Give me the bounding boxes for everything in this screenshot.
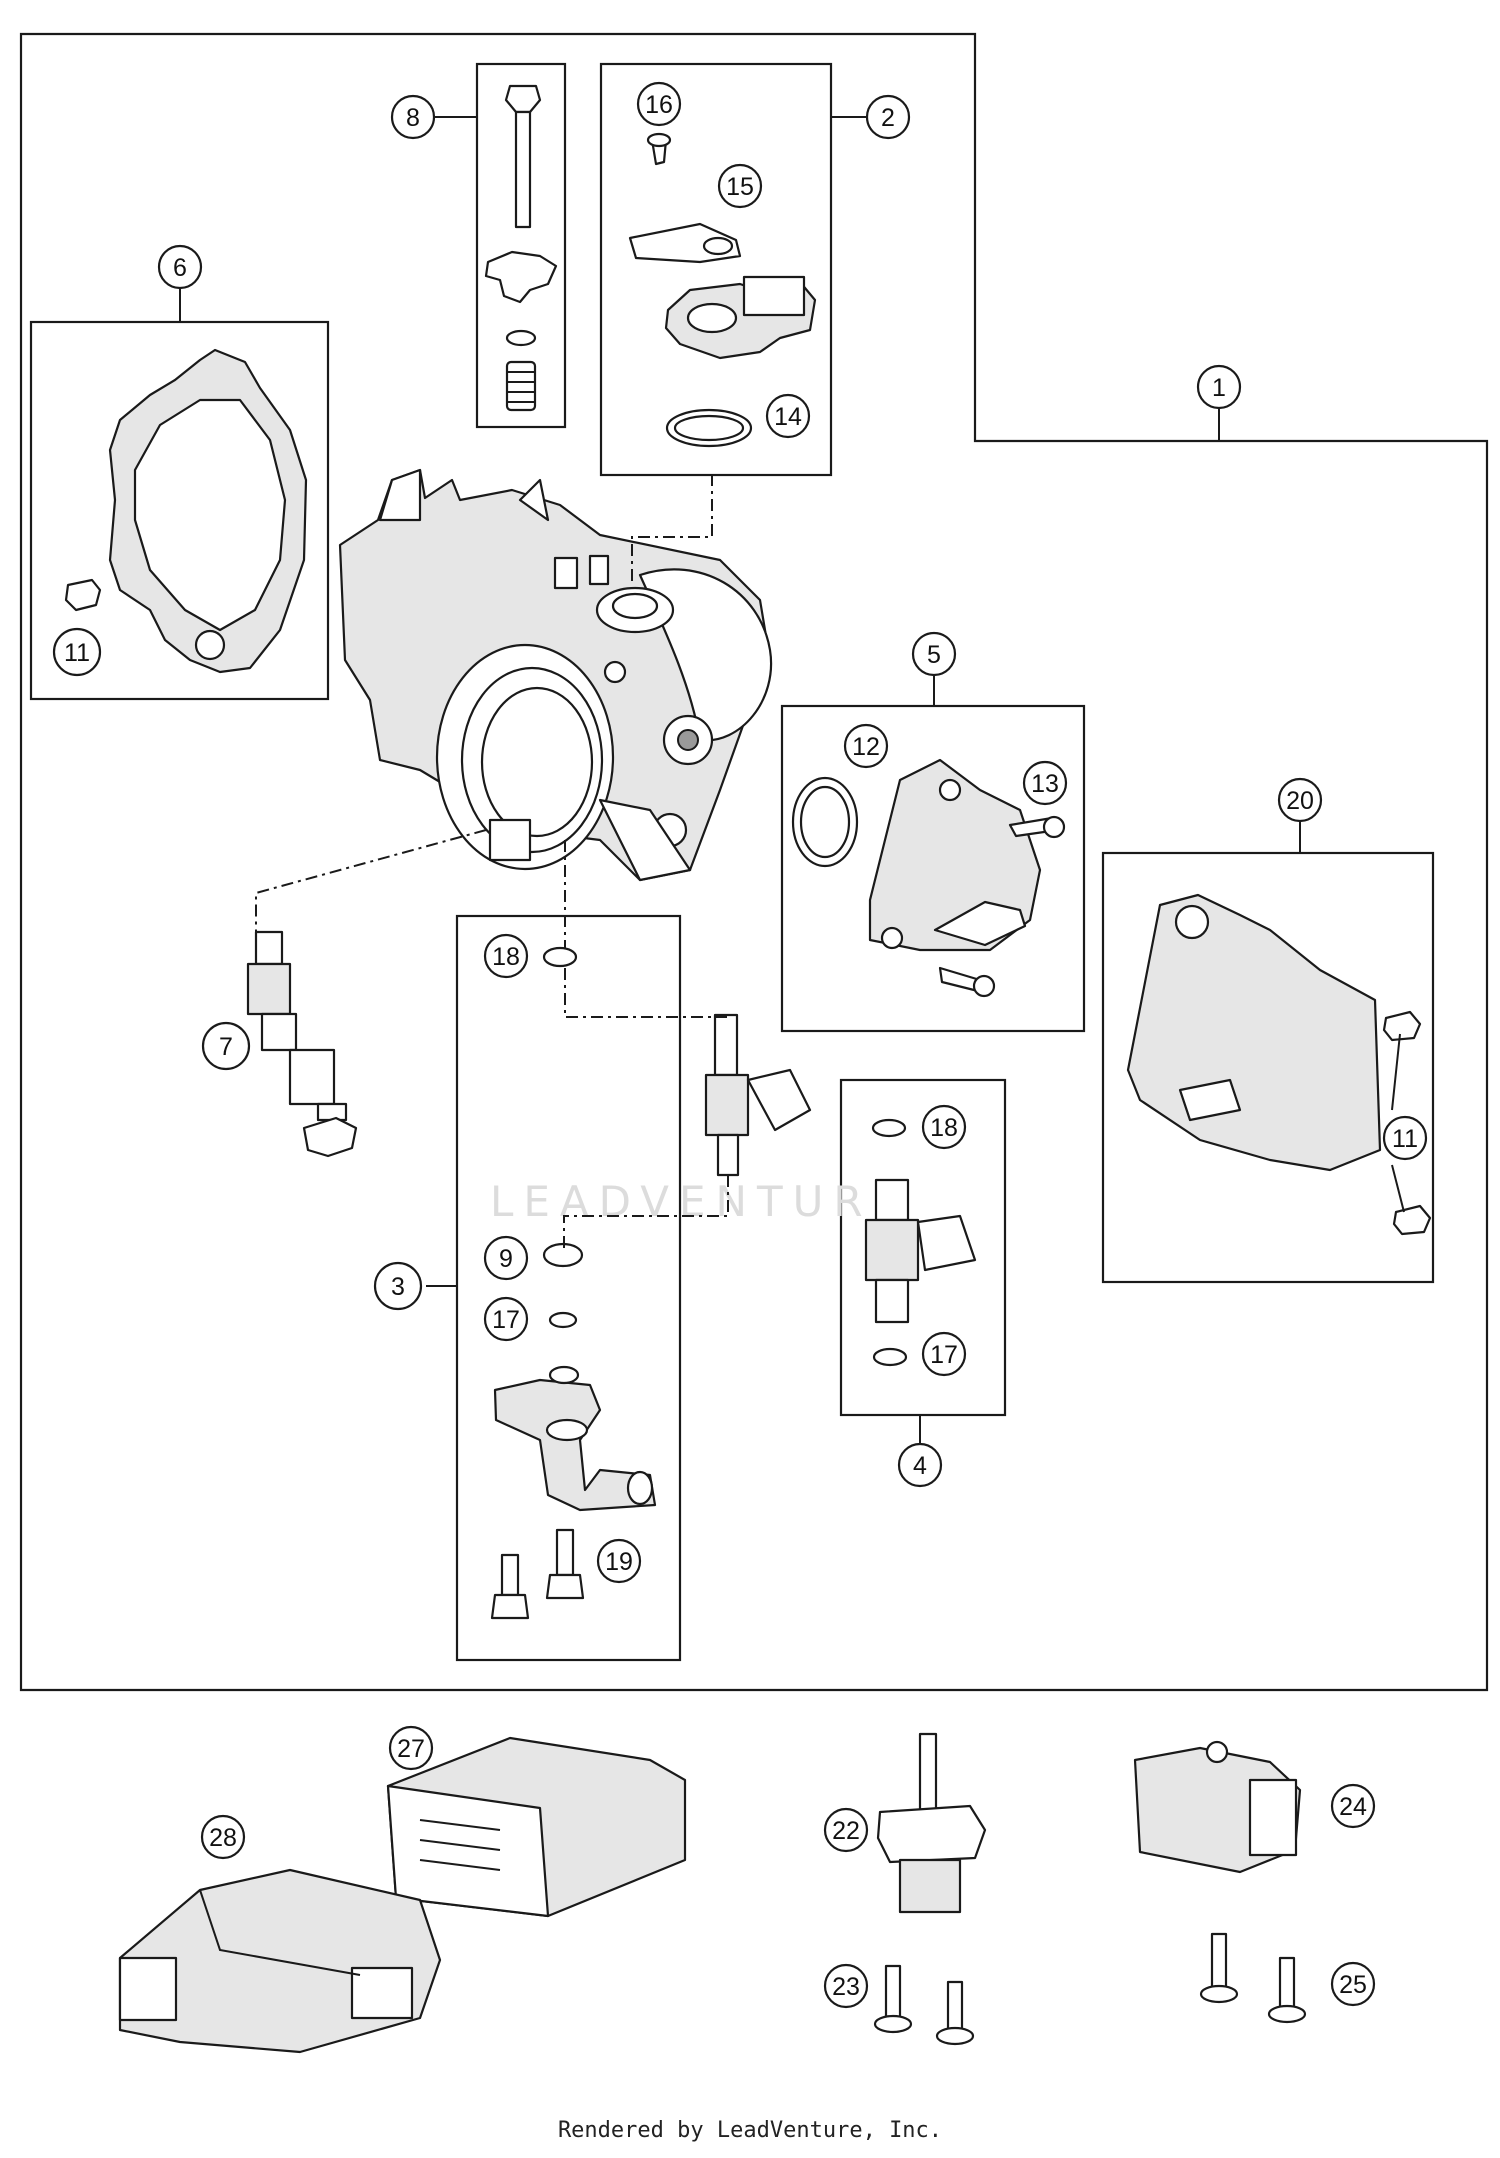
svg-text:20: 20 bbox=[1286, 787, 1314, 815]
callout-5: 5 bbox=[911, 631, 957, 677]
sensor-22-drawing bbox=[873, 1732, 987, 2046]
sensor-20-drawing bbox=[1126, 893, 1432, 1236]
callout-24: 24 bbox=[1330, 1783, 1376, 1829]
callout-28: 28 bbox=[200, 1814, 246, 1860]
callout-8: 8 bbox=[390, 94, 436, 140]
callout-15: 15 bbox=[717, 163, 763, 209]
svg-text:25: 25 bbox=[1339, 1971, 1367, 1999]
svg-text:14: 14 bbox=[774, 403, 802, 431]
svg-text:12: 12 bbox=[852, 733, 880, 761]
svg-text:19: 19 bbox=[605, 1548, 633, 1576]
svg-text:8: 8 bbox=[406, 104, 420, 132]
svg-text:16: 16 bbox=[645, 91, 673, 119]
assembly-frame bbox=[19, 32, 1489, 1692]
callout-12: 12 bbox=[843, 723, 889, 769]
svg-text:28: 28 bbox=[209, 1824, 237, 1852]
dashed-link-2 bbox=[631, 474, 713, 585]
ecu-27-drawing bbox=[386, 1736, 687, 1918]
callout-20: 20 bbox=[1277, 777, 1323, 823]
group-box-8 bbox=[475, 62, 567, 429]
tps-sensor-drawing bbox=[628, 132, 817, 448]
callout-18-group4: 18 bbox=[921, 1104, 967, 1150]
svg-text:18: 18 bbox=[492, 943, 520, 971]
callout-22: 22 bbox=[823, 1807, 869, 1853]
group-box-20 bbox=[1101, 851, 1435, 1284]
svg-text:4: 4 bbox=[913, 1452, 927, 1480]
idle-screw-drawing bbox=[484, 84, 558, 412]
callout-25: 25 bbox=[1330, 1961, 1376, 2007]
dashed-link-18 bbox=[564, 840, 727, 1018]
callout-4: 4 bbox=[897, 1442, 943, 1488]
svg-text:15: 15 bbox=[726, 173, 754, 201]
callout-16: 16 bbox=[636, 81, 682, 127]
svg-text:5: 5 bbox=[927, 641, 941, 669]
svg-text:7: 7 bbox=[219, 1033, 233, 1061]
callout-3: 3 bbox=[373, 1261, 423, 1311]
injector-drawing bbox=[704, 1013, 812, 1177]
cover-drawing bbox=[64, 348, 308, 674]
dashed-link-7 bbox=[255, 829, 487, 932]
callout-19: 19 bbox=[596, 1538, 642, 1584]
callout-23: 23 bbox=[823, 1963, 869, 2009]
svg-text:13: 13 bbox=[1031, 770, 1059, 798]
svg-text:3: 3 bbox=[391, 1273, 405, 1301]
callout-17: 17 bbox=[483, 1296, 529, 1342]
callout-6: 6 bbox=[157, 244, 203, 290]
svg-text:18: 18 bbox=[930, 1114, 958, 1142]
svg-text:9: 9 bbox=[499, 1245, 513, 1273]
idle-valve-drawing bbox=[246, 930, 358, 1158]
svg-text:27: 27 bbox=[397, 1735, 425, 1763]
map-sensor-drawing bbox=[791, 758, 1066, 998]
svg-text:2: 2 bbox=[881, 104, 895, 132]
leader-11-right bbox=[1391, 1033, 1405, 1213]
svg-text:24: 24 bbox=[1339, 1793, 1367, 1821]
svg-text:1: 1 bbox=[1212, 374, 1226, 402]
svg-text:17: 17 bbox=[492, 1306, 520, 1334]
callout-11: 11 bbox=[52, 627, 102, 677]
callout-27: 27 bbox=[388, 1725, 434, 1771]
callout-18: 18 bbox=[483, 933, 529, 979]
callout-11-right: 11 bbox=[1382, 1115, 1428, 1161]
callout-14: 14 bbox=[765, 393, 811, 439]
svg-text:17: 17 bbox=[930, 1341, 958, 1369]
ecu-28-drawing bbox=[118, 1868, 442, 2054]
callout-2: 2 bbox=[865, 94, 911, 140]
group-box-4 bbox=[839, 1078, 1007, 1417]
connector-24-drawing bbox=[1133, 1740, 1307, 2024]
svg-text:22: 22 bbox=[832, 1817, 860, 1845]
svg-text:11: 11 bbox=[1392, 1125, 1418, 1153]
callout-17-group4: 17 bbox=[921, 1331, 967, 1377]
callout-13: 13 bbox=[1022, 760, 1068, 806]
watermark: LEADVENTURE bbox=[490, 1177, 909, 1226]
throttle-body-drawing bbox=[338, 468, 773, 882]
group-box-2 bbox=[599, 62, 833, 477]
group-box-3 bbox=[455, 914, 682, 1662]
callout-7: 7 bbox=[201, 1021, 251, 1071]
callout-1: 1 bbox=[1196, 364, 1242, 410]
footer-credit: Rendered by LeadVenture, Inc. bbox=[557, 2118, 943, 2143]
svg-text:11: 11 bbox=[64, 639, 90, 667]
callout-9: 9 bbox=[483, 1235, 529, 1281]
injector-kit-drawing bbox=[864, 1118, 977, 1367]
svg-text:23: 23 bbox=[832, 1973, 860, 2001]
fuel-rail-drawing bbox=[490, 946, 657, 1620]
svg-text:6: 6 bbox=[173, 254, 187, 282]
